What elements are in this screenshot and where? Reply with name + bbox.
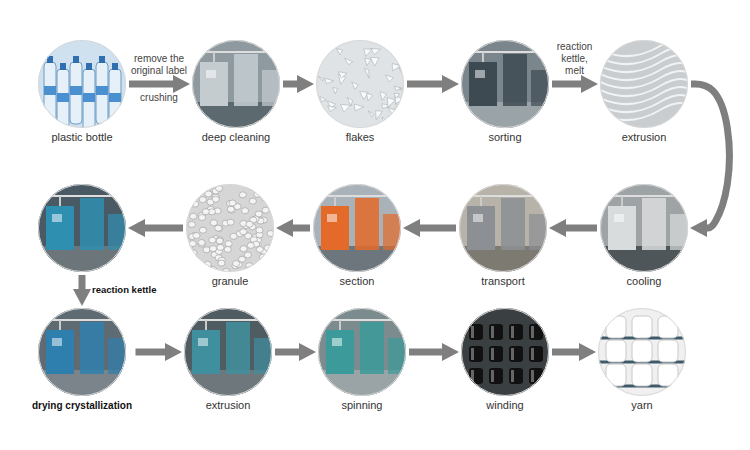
photo-circle bbox=[600, 40, 688, 128]
flow-arrow bbox=[407, 81, 442, 88]
flow-arrow bbox=[420, 225, 456, 232]
photo-circle bbox=[459, 184, 547, 272]
step-label: cooling bbox=[600, 275, 688, 288]
step-label: winding bbox=[461, 399, 549, 412]
process-step: yarn bbox=[598, 308, 686, 412]
flow-arrow bbox=[552, 349, 579, 356]
flow-arrow bbox=[566, 225, 597, 232]
photo-circle bbox=[598, 308, 686, 396]
photo-circle bbox=[313, 184, 401, 272]
photo-circle bbox=[38, 308, 126, 396]
flow-arrow bbox=[691, 84, 729, 228]
step-label: granule bbox=[186, 275, 274, 288]
photo-circle bbox=[318, 308, 406, 396]
process-step: extrusion bbox=[184, 308, 272, 412]
step-label: plastic bottle bbox=[38, 131, 126, 144]
flow-arrow bbox=[275, 349, 299, 356]
process-step: spinning bbox=[318, 308, 406, 412]
flow-arrow bbox=[283, 81, 297, 88]
process-step: extrusion bbox=[600, 40, 688, 144]
flow-arrow bbox=[79, 275, 86, 289]
step-note: crushing bbox=[130, 92, 188, 104]
process-step: drying crystallization bbox=[32, 308, 133, 412]
photo-circle bbox=[184, 308, 272, 396]
photo-circle bbox=[38, 184, 126, 272]
photo-circle bbox=[192, 40, 280, 128]
process-step: transport bbox=[459, 184, 547, 288]
edge-label: remove the original label bbox=[130, 53, 188, 77]
process-step: deep cleaning bbox=[192, 40, 280, 144]
process-step bbox=[38, 184, 126, 272]
step-label: drying crystallization bbox=[32, 399, 133, 412]
step-label: transport bbox=[459, 275, 547, 288]
process-step: winding bbox=[461, 308, 549, 412]
photo-circle bbox=[600, 184, 688, 272]
step-label: sorting bbox=[461, 131, 549, 144]
photo-circle bbox=[38, 40, 126, 128]
photo-circle bbox=[461, 308, 549, 396]
process-step: flakes bbox=[316, 40, 404, 144]
step-label: section bbox=[313, 275, 401, 288]
process-step: section bbox=[313, 184, 401, 288]
edge-label: reaction kettle bbox=[92, 284, 156, 296]
process-step: cooling bbox=[600, 184, 688, 288]
process-step: plastic bottle bbox=[38, 40, 126, 144]
step-label: yarn bbox=[598, 399, 686, 412]
step-label: extrusion bbox=[600, 131, 688, 144]
edge-label: reaction kettle, melt bbox=[553, 41, 596, 77]
flow-arrow bbox=[552, 81, 581, 88]
photo-circle bbox=[461, 40, 549, 128]
flow-arrow bbox=[136, 349, 166, 356]
photo-circle bbox=[316, 40, 404, 128]
flow-arrow bbox=[409, 349, 442, 356]
step-label: spinning bbox=[318, 399, 406, 412]
photo-circle bbox=[186, 184, 274, 272]
process-step: sorting bbox=[461, 40, 549, 144]
flow-arrow bbox=[293, 225, 310, 232]
flow-arrow bbox=[129, 81, 173, 88]
step-label: flakes bbox=[316, 131, 404, 144]
step-label: deep cleaning bbox=[192, 131, 280, 144]
flow-arrow bbox=[145, 225, 183, 232]
step-label: extrusion bbox=[184, 399, 272, 412]
process-step: granule bbox=[186, 184, 274, 288]
